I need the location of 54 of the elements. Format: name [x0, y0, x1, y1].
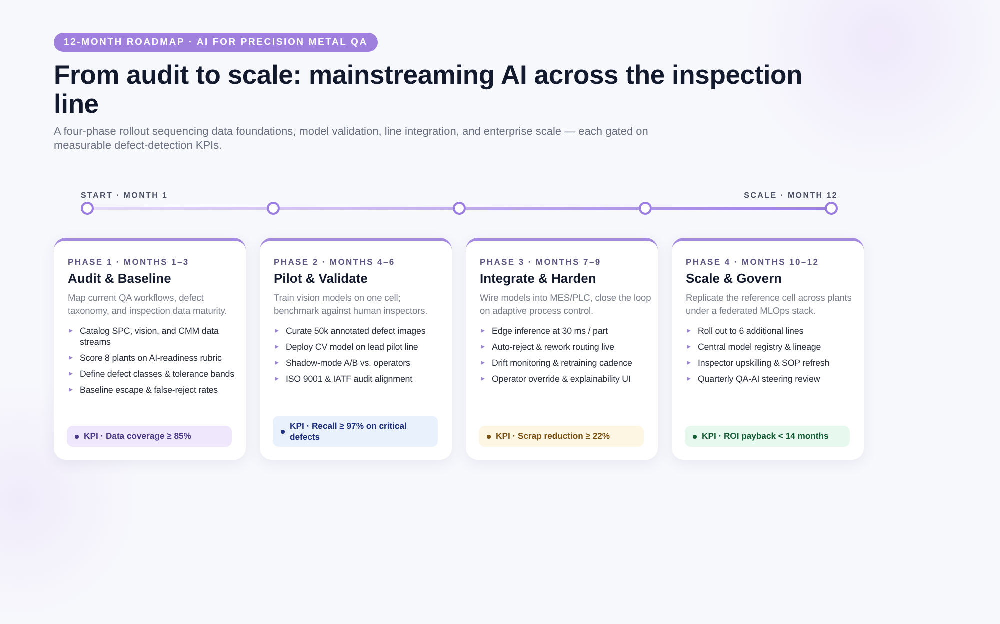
milestone-circle: [81, 202, 94, 215]
heading: From audit to scale: mainstreaming AI across the inspection line: [54, 61, 804, 119]
phase-description: Wire models into MES/PLC, close the loop on adaptive process control.: [480, 292, 652, 317]
phase-label: PHASE 3 · MONTHS 7–9: [480, 257, 602, 267]
task-item: ISO 9001 & IATF audit alignment: [286, 374, 414, 385]
task-item: Score 8 plants on AI-readiness rubric: [80, 353, 223, 364]
phase-title: Scale & Govern: [686, 271, 782, 286]
phase-label: PHASE 4 · MONTHS 10–12: [686, 257, 820, 267]
phase-title: Pilot & Validate: [274, 271, 368, 286]
title-badge: 12-MONTH ROADMAP · AI FOR PRECISION METAL QA: [54, 33, 378, 52]
task-item: Shadow-mode A/B vs. operators: [286, 358, 412, 369]
task-item: Central model registry & lineage: [698, 342, 822, 353]
task-item: Drift monitoring & retraining cadence: [492, 358, 634, 369]
task-item: Catalog SPC, vision, and CMM data streams: [80, 326, 220, 348]
phase-description: Train vision models on one cell; benchmark against human inspectors.: [274, 292, 429, 317]
task-item: Define defect classes & tolerance bands: [80, 369, 236, 380]
kpi-badge: [685, 426, 850, 447]
kpi-badge: [273, 416, 438, 447]
kpi-badge: [479, 426, 644, 447]
task-item: Auto-reject & rework routing live: [492, 342, 616, 353]
milestone-circle: [453, 202, 466, 215]
phase-title: Integrate & Harden: [480, 271, 596, 286]
task-item: Operator override & explainability UI: [492, 374, 632, 385]
kpi-text: KPI · Data coverage ≥ 85%: [84, 431, 192, 442]
milestone-circle: [639, 202, 652, 215]
kpi-text: KPI · Recall ≥ 97% on critical defects: [290, 420, 408, 442]
task-item: Baseline escape & false-reject rates: [80, 385, 219, 396]
phase-label: PHASE 1 · MONTHS 1–3: [68, 257, 190, 267]
subtitle: A four-phase rollout sequencing data foundations, model validation, line integration, and enterprise scale — each gated on measurable defect-detection KPIs.: [54, 125, 650, 153]
phase-title: Audit & Baseline: [68, 271, 172, 286]
phase-card: [672, 238, 864, 460]
kpi-badge: [67, 426, 232, 447]
milestone-label: START · MONTH 1: [81, 191, 168, 200]
milestone-circle: [267, 202, 280, 215]
milestone-circle: [825, 202, 838, 215]
timeline-connector: [94, 207, 267, 210]
task-item: Quarterly QA-AI steering review: [698, 374, 822, 385]
task-item: Curate 50k annotated defect images: [286, 326, 427, 337]
timeline-connector: [652, 207, 825, 210]
phase-card: [260, 238, 452, 460]
timeline-connector: [280, 207, 453, 210]
kpi-text: KPI · ROI payback < 14 months: [702, 431, 830, 442]
task-item: Edge inference at 30 ms / part: [492, 326, 609, 337]
milestone-label: SCALE · MONTH 12: [744, 191, 838, 200]
kpi-text: KPI · Scrap reduction ≥ 22%: [496, 431, 612, 442]
phase-label: PHASE 2 · MONTHS 4–6: [274, 257, 396, 267]
timeline-connector: [466, 207, 639, 210]
task-item: Inspector upskilling & SOP refresh: [698, 358, 831, 369]
phase-description: Map current QA workflows, defect taxonomy, and inspection data maturity.: [68, 292, 228, 317]
task-item: Deploy CV model on lead pilot line: [286, 342, 420, 353]
phase-card: [54, 238, 246, 460]
phase-description: Replicate the reference cell across plants under a federated MLOps stack.: [686, 292, 853, 317]
phase-card: [466, 238, 658, 460]
task-item: Roll out to 6 additional lines: [698, 326, 805, 337]
